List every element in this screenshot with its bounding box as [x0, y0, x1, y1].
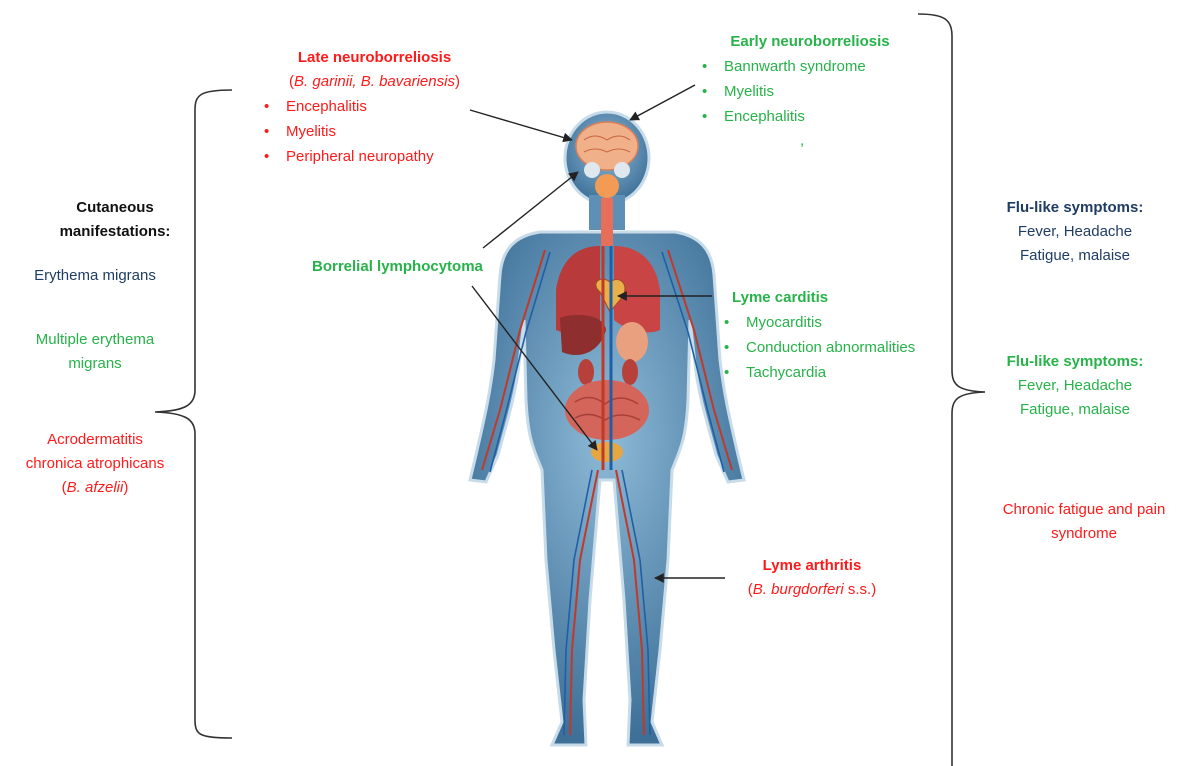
acrodermatitis-species-name: B. afzelii [67, 479, 124, 496]
flu-disseminated-title: Flu-like symptoms: [985, 350, 1165, 374]
list-item: Conduction abnormalities [722, 335, 952, 360]
multiple-erythema-migrans: Multiple erythema migrans [10, 328, 180, 376]
list-item: Myocarditis [722, 310, 952, 335]
borrelial-lymphocytoma: Borrelial lymphocytoma [312, 255, 483, 279]
late-neuroborreliosis: Late neuroborreliosis (B. garinii, B. ba… [262, 46, 487, 169]
flu-early-line1: Fever, Headache [985, 220, 1165, 244]
arthritis-species: (B. burgdorferi s.s.) [722, 578, 902, 602]
late-neuro-species-name: B. garinii, B. bavariensis [294, 73, 455, 90]
list-item: Bannwarth syndrome [700, 54, 920, 79]
flu-like-early: Flu-like symptoms: Fever, Headache Fatig… [985, 196, 1165, 268]
flu-early-line2: Fatigue, malaise [985, 244, 1165, 268]
carditis-list: Myocarditis Conduction abnormalities Tac… [722, 310, 952, 385]
cutaneous-title-line1: Cutaneous [40, 196, 190, 220]
late-neuro-list: Encephalitis Myelitis Peripheral neuropa… [262, 94, 487, 169]
early-neuro-list: Bannwarth syndrome Myelitis Encephalitis [700, 54, 920, 129]
acrodermatitis: Acrodermatitis chronica atrophicans (B. … [5, 428, 185, 500]
flu-like-disseminated: Flu-like symptoms: Fever, Headache Fatig… [985, 350, 1165, 422]
erythema-migrans: Erythema migrans [10, 264, 180, 288]
early-neuro-title: Early neuroborreliosis [700, 30, 920, 54]
right-brace [918, 14, 985, 766]
left-brace [155, 90, 232, 738]
carditis-title: Lyme carditis [722, 286, 952, 310]
chronic-line1: Chronic fatigue and pain [980, 498, 1188, 522]
list-item: Tachycardia [722, 360, 952, 385]
list-item: Encephalitis [262, 94, 487, 119]
arthritis-species-suffix: s.s. [844, 581, 872, 598]
chronic-line2: syndrome [980, 522, 1188, 546]
multiple-erythema-line1: Multiple erythema [10, 328, 180, 352]
arthritis-title: Lyme arthritis [722, 554, 902, 578]
early-neuroborreliosis: Early neuroborreliosis Bannwarth syndrom… [700, 30, 920, 153]
late-neuro-species: (B. garinii, B. bavariensis) [262, 70, 487, 94]
cutaneous-title-line2: manifestations: [40, 220, 190, 244]
lyme-carditis: Lyme carditis Myocarditis Conduction abn… [722, 286, 952, 385]
human-body-figure [470, 112, 744, 745]
list-item: Encephalitis [700, 104, 920, 129]
acrodermatitis-line1: Acrodermatitis [5, 428, 185, 452]
list-item: Peripheral neuropathy [262, 144, 487, 169]
late-neuro-title: Late neuroborreliosis [262, 46, 487, 70]
list-item: Myelitis [700, 79, 920, 104]
flu-early-title: Flu-like symptoms: [985, 196, 1165, 220]
arrow-early-neuro [630, 85, 695, 120]
arthritis-species-name: B. burgdorferi [753, 581, 844, 598]
cutaneous-title: Cutaneous manifestations: [40, 196, 190, 244]
stray-comma: , [700, 129, 920, 153]
chronic-fatigue: Chronic fatigue and pain syndrome [980, 498, 1188, 546]
acrodermatitis-species: (B. afzelii) [5, 476, 185, 500]
lyme-arthritis: Lyme arthritis (B. burgdorferi s.s.) [722, 554, 902, 602]
flu-disseminated-line2: Fatigue, malaise [985, 398, 1165, 422]
acrodermatitis-line2: chronica atrophicans [5, 452, 185, 476]
list-item: Myelitis [262, 119, 487, 144]
flu-disseminated-line1: Fever, Headache [985, 374, 1165, 398]
multiple-erythema-line2: migrans [10, 352, 180, 376]
